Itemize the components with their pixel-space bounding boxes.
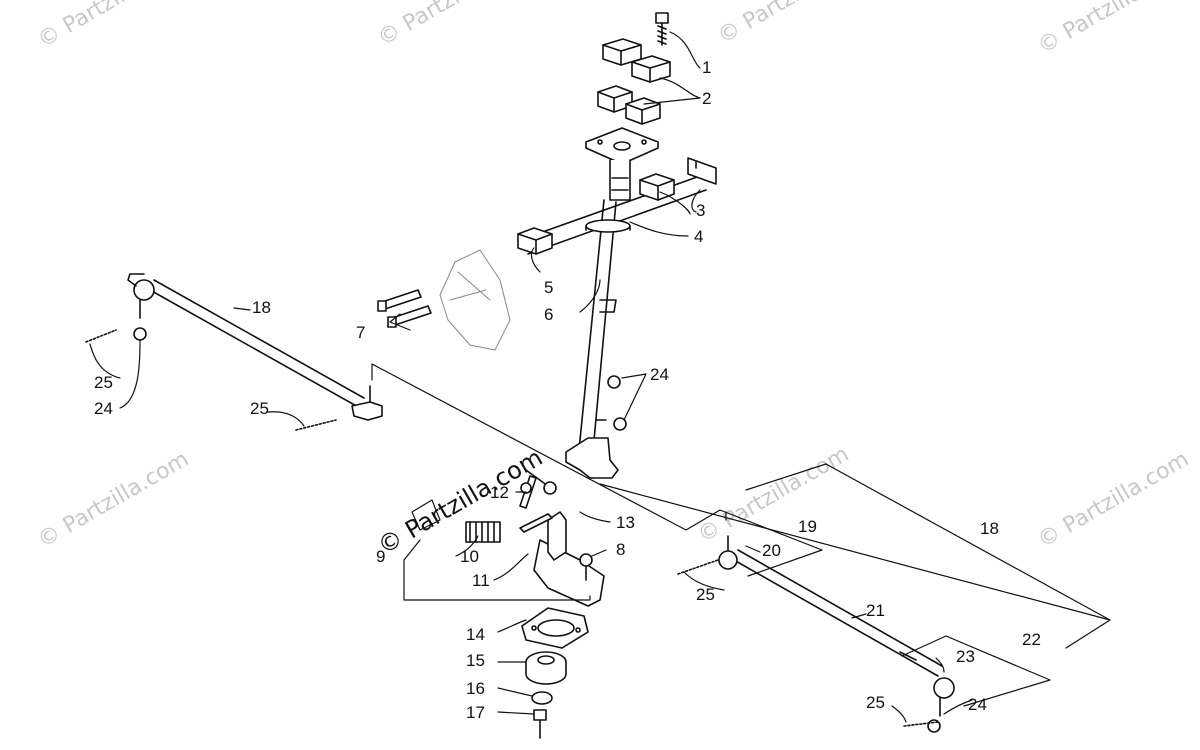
bearing-part	[525, 651, 567, 685]
tie-rod-left-part	[127, 273, 383, 421]
callout-18-left: 18	[252, 298, 271, 317]
callout-24-left: 24	[94, 399, 113, 418]
callout-1: 1	[702, 58, 711, 77]
callout-2: 2	[702, 89, 711, 108]
callout-25-mid: 25	[250, 399, 269, 418]
callout-6: 6	[544, 305, 553, 324]
callout-18-right: 18	[980, 519, 999, 538]
callout-3: 3	[696, 201, 705, 220]
callout-21: 21	[866, 601, 885, 620]
callout-9: 9	[376, 547, 385, 566]
callout-23: 23	[956, 647, 975, 666]
callout-13: 13	[616, 513, 635, 532]
cotter-pin-part	[295, 419, 337, 431]
nut-part	[607, 375, 627, 431]
cotter-pin-part	[85, 329, 117, 343]
callout-17: 17	[466, 703, 485, 722]
callout-25-right: 25	[696, 585, 715, 604]
callout-7: 7	[356, 323, 365, 342]
callout-8: 8	[616, 540, 625, 559]
callout-4: 4	[694, 227, 703, 246]
mount-bracket-part	[439, 249, 511, 351]
group-brackets	[371, 363, 1111, 707]
column-plate-part	[585, 127, 659, 165]
bolt-12-part	[525, 469, 557, 495]
washer-part	[531, 691, 553, 705]
callout-14: 14	[466, 625, 485, 644]
leader-lines	[89, 31, 973, 723]
bolt-8-part	[579, 553, 593, 581]
lower-bracket-part	[411, 475, 605, 607]
clamp-cap-part	[602, 38, 671, 83]
callout-labels: 1 2 3 4 5 6 7 8 9 10 11 12 13 14 15 16 1…	[94, 58, 1041, 722]
clamp-lower-part	[597, 85, 661, 125]
callout-24-column: 24	[650, 365, 669, 384]
bolts-part	[377, 289, 432, 328]
callout-25-left: 25	[94, 373, 113, 392]
steering-column-part	[565, 199, 631, 479]
callout-19: 19	[798, 517, 817, 536]
callout-15: 15	[466, 651, 485, 670]
callout-20: 20	[762, 541, 781, 560]
cotter-pin-part	[903, 721, 939, 727]
callout-11: 11	[472, 571, 490, 590]
clamp-block-part	[517, 173, 675, 255]
callout-12: 12	[490, 483, 509, 502]
callout-22: 22	[1022, 630, 1041, 649]
callout-16: 16	[466, 679, 485, 698]
callout-5: 5	[544, 278, 553, 297]
tie-rod-right-part	[718, 535, 955, 733]
flange-part	[521, 607, 589, 649]
callout-24-right: 24	[968, 695, 987, 714]
cotter-pin-part	[677, 559, 719, 575]
column-neck	[609, 159, 631, 201]
callout-10: 10	[460, 547, 479, 566]
bolt-17-part	[533, 709, 547, 739]
bolt-part	[655, 12, 669, 46]
callout-25-bottom: 25	[866, 693, 885, 712]
